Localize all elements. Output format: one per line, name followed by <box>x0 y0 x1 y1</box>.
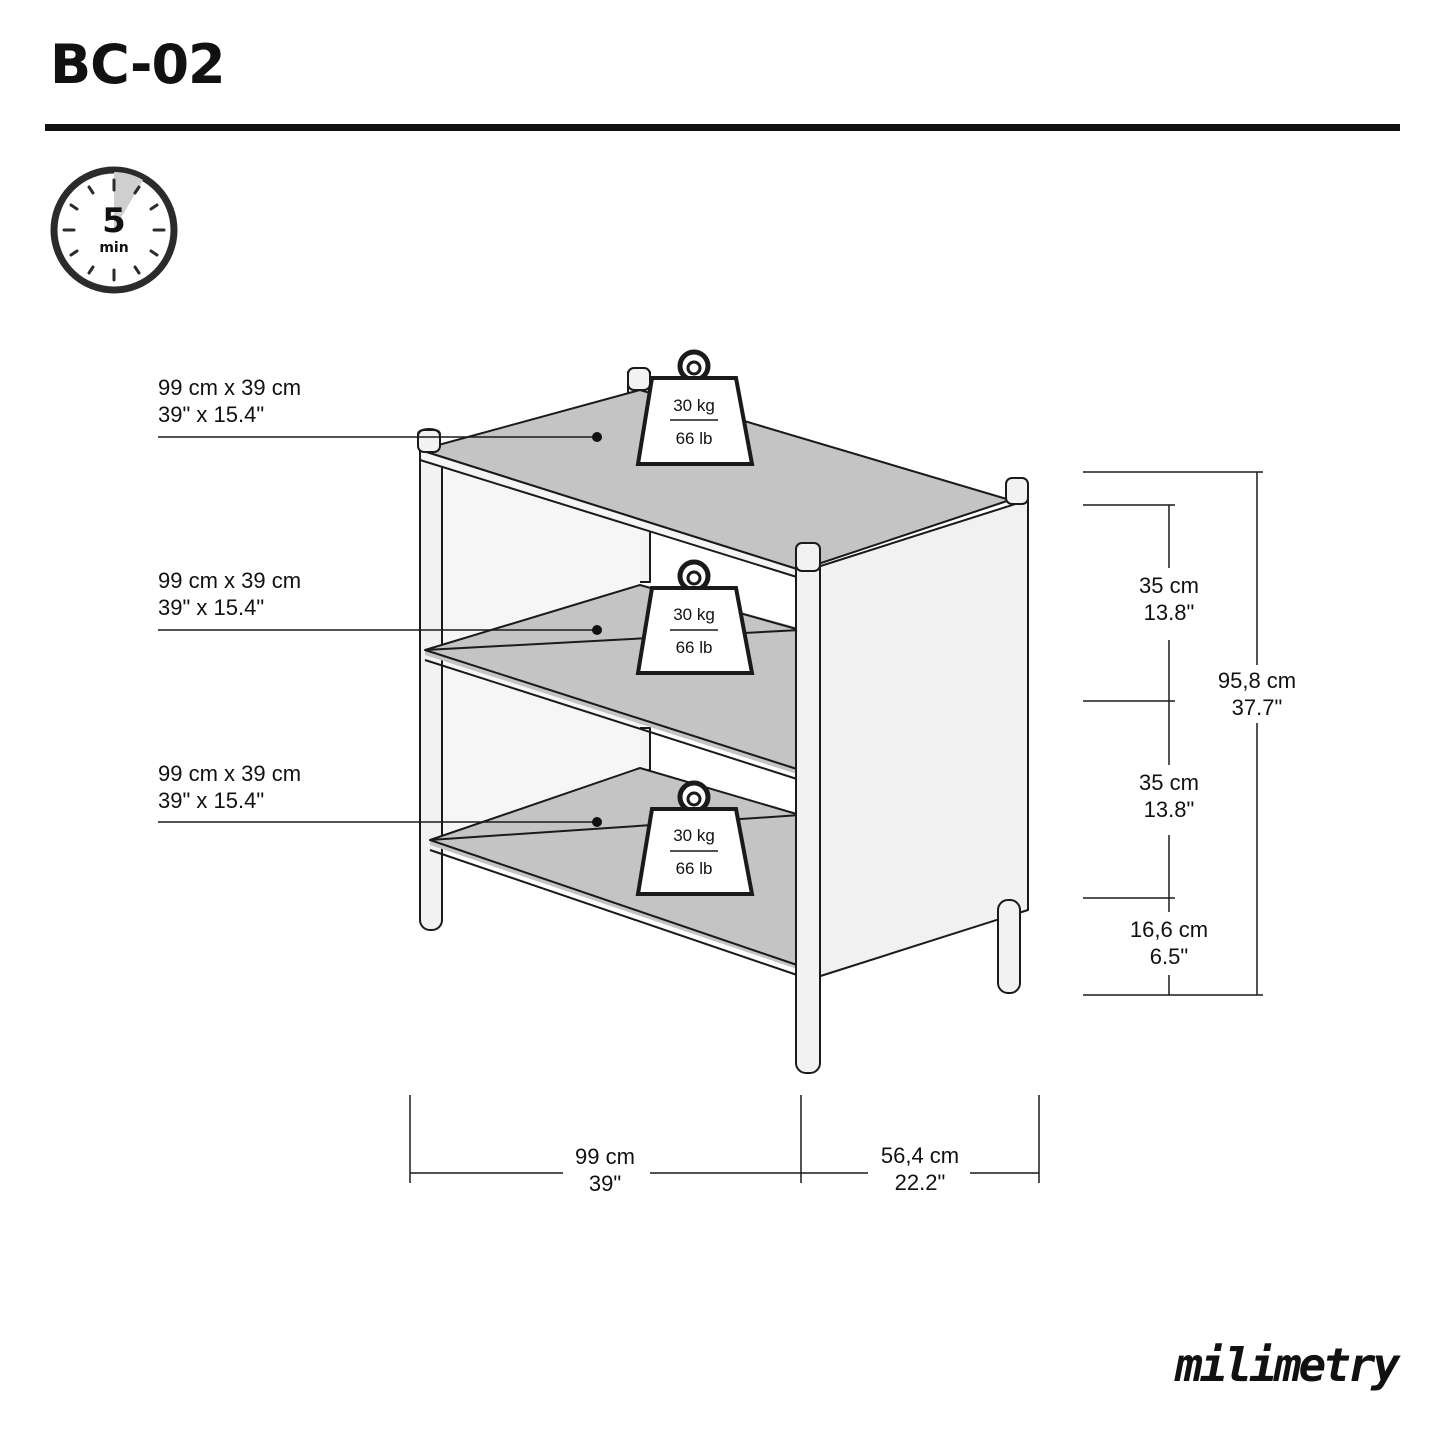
depth-cm: 56,4 cm <box>880 1143 960 1168</box>
load-weight-icon-top: 30 kg 66 lb <box>635 349 755 466</box>
shelf-size-cm: 99 cm x 39 cm <box>158 761 302 786</box>
upper-gap-cm: 35 cm <box>1139 573 1199 598</box>
shelf-size-label-top: 99 cm x 39 cm 39" x 15.4" <box>158 374 301 428</box>
height-dimension-lines <box>1083 471 1263 996</box>
leader-dot <box>592 817 602 827</box>
load-weight-icon-bottom: 30 kg 66 lb <box>635 780 755 896</box>
page-title: BC-02 <box>50 33 226 96</box>
load-kg-top: 30 kg <box>673 396 715 415</box>
title-divider <box>45 124 1400 131</box>
shelf-unit-drawing <box>417 367 1029 1074</box>
load-kg-bottom: 30 kg <box>673 826 715 845</box>
leg-height-label: 16,6 cm 6.5" <box>1130 916 1208 970</box>
shelf-size-in: 39" x 15.4" <box>158 402 265 427</box>
total-height-cm: 95,8 cm <box>1217 668 1297 693</box>
leg-height-in: 6.5" <box>1149 944 1189 969</box>
leg-height-cm: 16,6 cm <box>1129 917 1209 942</box>
depth-in: 22.2" <box>894 1170 946 1195</box>
width-cm: 99 cm <box>575 1144 635 1169</box>
lower-gap-in: 13.8" <box>1143 797 1195 822</box>
width-label: 99 cm 39" <box>575 1143 635 1197</box>
lower-gap-cm: 35 cm <box>1139 770 1199 795</box>
upper-gap-in: 13.8" <box>1143 600 1195 625</box>
load-kg-middle: 30 kg <box>673 605 715 624</box>
shelf-size-in: 39" x 15.4" <box>158 788 265 813</box>
stopwatch-icon: 5 min <box>50 166 178 294</box>
brand-logo: milimetry <box>1175 1338 1400 1392</box>
shelf-size-cm: 99 cm x 39 cm <box>158 568 302 593</box>
total-height-label: 95,8 cm 37.7" <box>1217 665 1297 723</box>
shelf-size-label-bottom: 99 cm x 39 cm 39" x 15.4" <box>158 760 301 814</box>
upper-gap-label: 35 cm 13.8" <box>1139 572 1199 626</box>
leader-dot <box>592 432 602 442</box>
shelf-size-in: 39" x 15.4" <box>158 595 265 620</box>
depth-label: 56,4 cm 22.2" <box>881 1142 959 1196</box>
load-weight-icon-middle: 30 kg 66 lb <box>635 559 755 675</box>
load-lb-bottom: 66 lb <box>676 859 713 878</box>
leader-dot <box>592 625 602 635</box>
timer-value: 5 <box>102 201 126 241</box>
shelf-leader-lines <box>158 436 597 823</box>
shelf-size-cm: 99 cm x 39 cm <box>158 375 302 400</box>
width-in: 39" <box>588 1171 622 1196</box>
timer-unit: min <box>99 240 128 256</box>
lower-gap-label: 35 cm 13.8" <box>1139 769 1199 823</box>
shelf-size-label-middle: 99 cm x 39 cm 39" x 15.4" <box>158 567 301 621</box>
load-lb-top: 66 lb <box>676 429 713 448</box>
load-lb-middle: 66 lb <box>676 638 713 657</box>
total-height-in: 37.7" <box>1231 695 1283 720</box>
width-depth-dimension-lines <box>409 1095 1040 1183</box>
